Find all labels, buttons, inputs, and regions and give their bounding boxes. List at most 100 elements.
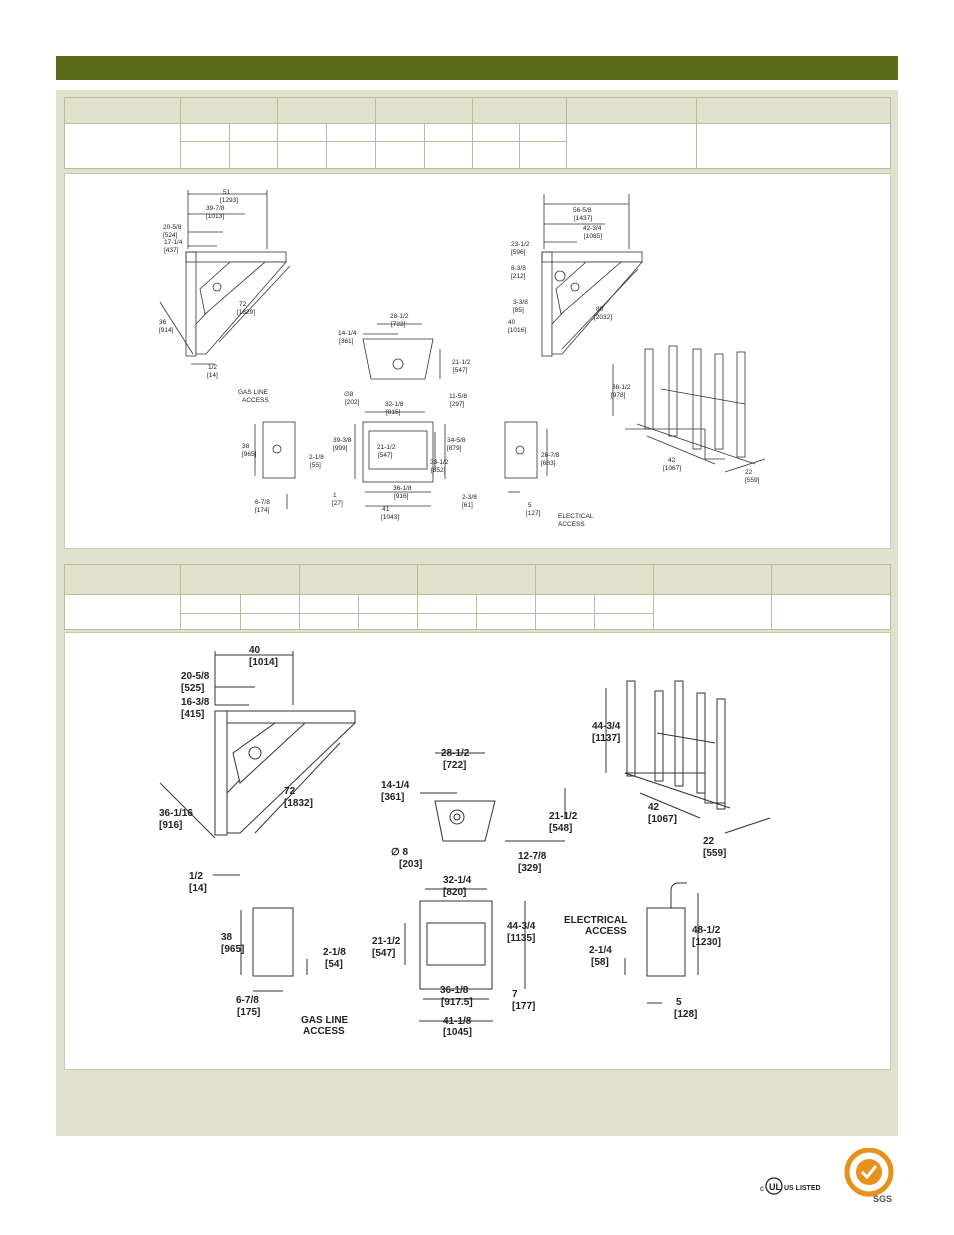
dim-label: 17-1/4 [164,239,183,246]
dim-label: 2-3/8 [462,494,477,501]
dim-label: ACCESS [303,1026,345,1037]
dim-label: ∅ 8 [391,847,408,858]
dim-label: 80 [596,306,604,313]
dim-label: 33-1/2 [430,459,449,466]
dim-label: 32-1/4 [443,875,472,886]
dim-label: [524] [163,232,178,239]
dim-label: 23-1/2 [511,241,530,248]
dim-label: [815] [386,409,401,416]
dim-label: [916] [394,493,409,500]
dim-label: [978] [611,392,626,399]
dim-label: [61] [462,502,473,509]
table-cell [180,594,300,614]
dim-label: [1135] [507,933,535,944]
table-cell [535,594,654,614]
dim-label: [1832] [284,798,313,809]
dim-label: [559] [745,477,760,484]
dim-label: [212] [511,273,526,280]
dim-label: 72 [284,786,296,797]
table-cell [472,123,567,142]
table-cell [64,594,181,630]
dim-label: 39-3/8 [333,437,352,444]
dim-label: 20-5/8 [181,671,210,682]
dim-label: [548] [549,823,572,834]
dim-label: 41 [382,506,390,513]
dim-label: [203] [399,859,422,870]
dim-label: [127] [526,510,541,517]
dim-label: [1043] [381,514,399,521]
table-cell [566,123,697,169]
table-cell [375,123,473,142]
dim-label: 28-1/2 [441,748,470,759]
table-header-cell [472,96,567,125]
dim-label: 51 [223,189,231,196]
dim-label: 38 [221,932,233,943]
table-cell [417,612,536,631]
dim-label: 40 [508,319,516,326]
dim-label: 14-1/4 [381,780,410,791]
dim-label: [547] [453,367,468,374]
dim-label: 28-1/2 [390,313,409,320]
dim-label: [14] [189,883,207,894]
dim-label: 11-5/8 [449,393,467,400]
dim-label: ELECTRICAL [564,915,627,926]
dim-label: 36-1/16 [159,808,193,819]
table-header-cell [653,563,772,596]
dim-label: 40 [249,645,261,656]
dim-label: ELECTICAL [558,513,594,520]
dim-label: [917.5] [441,997,473,1008]
dim-label: [27] [332,500,343,507]
dim-label: [852] [431,467,446,474]
dim-label: [85] [513,307,524,314]
table-cell [417,594,536,614]
dim-label: 12-7/8 [518,851,547,862]
dim-label: [361] [381,792,404,803]
dim-label: [54] [325,959,343,970]
dim-label: [128] [674,1009,697,1020]
dim-label: 22 [703,836,715,847]
dim-label: 42 [648,802,660,813]
dim-label: [916] [159,820,182,831]
dim-label: 7 [512,989,518,1000]
dim-label: ∅8 [344,391,354,398]
dim-label: 21-1/2 [372,936,401,947]
dim-label: ACCESS [585,926,627,937]
dim-label: 5 [676,997,682,1008]
dim-label: [525] [181,683,204,694]
dim-label: 26-7/8 [541,452,560,459]
dim-label: [965] [242,451,257,458]
table-cell [472,140,567,170]
dim-label: 36-1/8 [440,985,469,996]
dim-label: 41-1/8 [443,1016,472,1027]
dim-label: 21-1/2 [452,359,471,366]
dim-label: [999] [333,445,348,452]
table-cell [277,140,376,170]
dim-label: 5 [528,502,532,509]
dim-label: [914] [159,327,174,334]
drawing-1-svg: 51 [1293] 39-7/8 [1013] 20-5/8 [524] 17-… [159,189,766,528]
dim-label: [559] [703,848,726,859]
dim-label: ACCESS [558,521,585,528]
dim-label: 1/2 [208,364,217,371]
dim-label: [879] [447,445,462,452]
dim-label: 14-1/4 [338,330,357,337]
dim-label: [361] [339,338,354,345]
dim-label: [174] [255,507,270,514]
section-header-bar [56,56,898,80]
dim-label: [1137] [592,733,620,744]
dim-label: 2-1/4 [589,945,612,956]
dim-label: [202] [345,399,360,406]
dim-label: 2-1/8 [309,454,324,461]
table-header-cell [299,563,418,596]
dim-label: [547] [372,948,395,959]
table-cell [180,140,278,170]
dim-label: [722] [391,321,406,328]
dim-label: 6-7/8 [255,499,270,506]
table-cell [64,123,181,169]
table-header-cell [696,96,891,125]
dim-label: [820] [443,887,466,898]
dim-label: [1829] [237,309,255,316]
dim-label: [1230] [692,937,721,948]
table-header-cell [64,96,181,125]
table-header-cell [180,563,300,596]
